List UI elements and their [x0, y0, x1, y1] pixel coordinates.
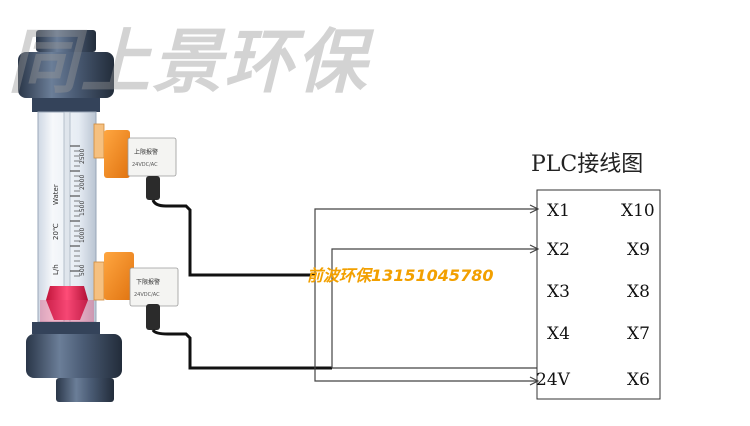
lower-switch-label-plate [129, 267, 179, 307]
upper-switch-rail [93, 123, 105, 159]
arrow-x1 [529, 204, 540, 214]
lower-switch-orange-block [104, 252, 134, 300]
top-pipe-stub [36, 30, 96, 52]
bottom-collar [32, 322, 100, 334]
scale-label-500: 500 [79, 264, 86, 276]
flowmeter-medium-label: Water [52, 184, 60, 205]
terminal-x4: X4 [547, 324, 570, 344]
terminal-x2: X2 [547, 240, 570, 260]
terminal-x3: X3 [547, 282, 570, 302]
scale-label-1000: 1000 [79, 228, 86, 243]
float-liquid [40, 300, 94, 322]
upper-switch-orange-block [104, 130, 130, 178]
terminal-x10: X10 [621, 201, 655, 221]
contact-watermark: 前波环保13151045780 [307, 266, 494, 285]
lower-switch-rating: 24VDC/AC [134, 292, 160, 298]
terminal-24v: 24V [536, 370, 570, 390]
top-union-nut [18, 52, 114, 98]
wire-to-24v-a [314, 275, 537, 382]
plc-box [536, 189, 661, 400]
terminal-x7: X7 [627, 324, 650, 344]
scale-tick-marks [70, 145, 80, 277]
bottom-union-nut [26, 334, 122, 378]
wire-to-x1 [314, 208, 537, 275]
wire-to-x2 [331, 248, 537, 368]
lower-switch-rail [93, 261, 105, 301]
arrow-24v [529, 376, 540, 386]
scale-label-2000: 2000 [79, 175, 86, 190]
upper-switch-label-plate [127, 137, 177, 177]
upper-switch-cable-gland [146, 176, 160, 200]
terminal-x6: X6 [627, 370, 650, 390]
scale-label-1500: 1500 [79, 201, 86, 216]
float [46, 286, 88, 320]
scale-label-2500: 2500 [79, 149, 86, 164]
lower-limit-switch [104, 252, 179, 330]
lower-switch-cable-gland [146, 304, 160, 330]
flowmeter [18, 30, 122, 402]
plc-title: PLC接线图 [531, 152, 644, 177]
flowmeter-unit-label: L/h [52, 264, 60, 275]
upper-switch-wire [151, 199, 315, 277]
upper-switch-rating: 24VDC/AC [132, 162, 158, 168]
terminal-x9: X9 [627, 240, 650, 260]
arrow-x2 [529, 244, 540, 254]
top-collar [32, 98, 100, 112]
terminal-x1: X1 [547, 201, 570, 221]
flowmeter-temp-label: 20℃ [52, 223, 60, 240]
upper-limit-switch [104, 130, 177, 200]
upper-switch-label: 上限报警 [134, 148, 158, 156]
lower-switch-wire [151, 329, 332, 370]
terminal-x8: X8 [627, 282, 650, 302]
brand-watermark: 同上景环保 [8, 21, 368, 103]
bottom-pipe-stub [56, 378, 114, 402]
lower-switch-label: 下限报警 [136, 278, 160, 286]
